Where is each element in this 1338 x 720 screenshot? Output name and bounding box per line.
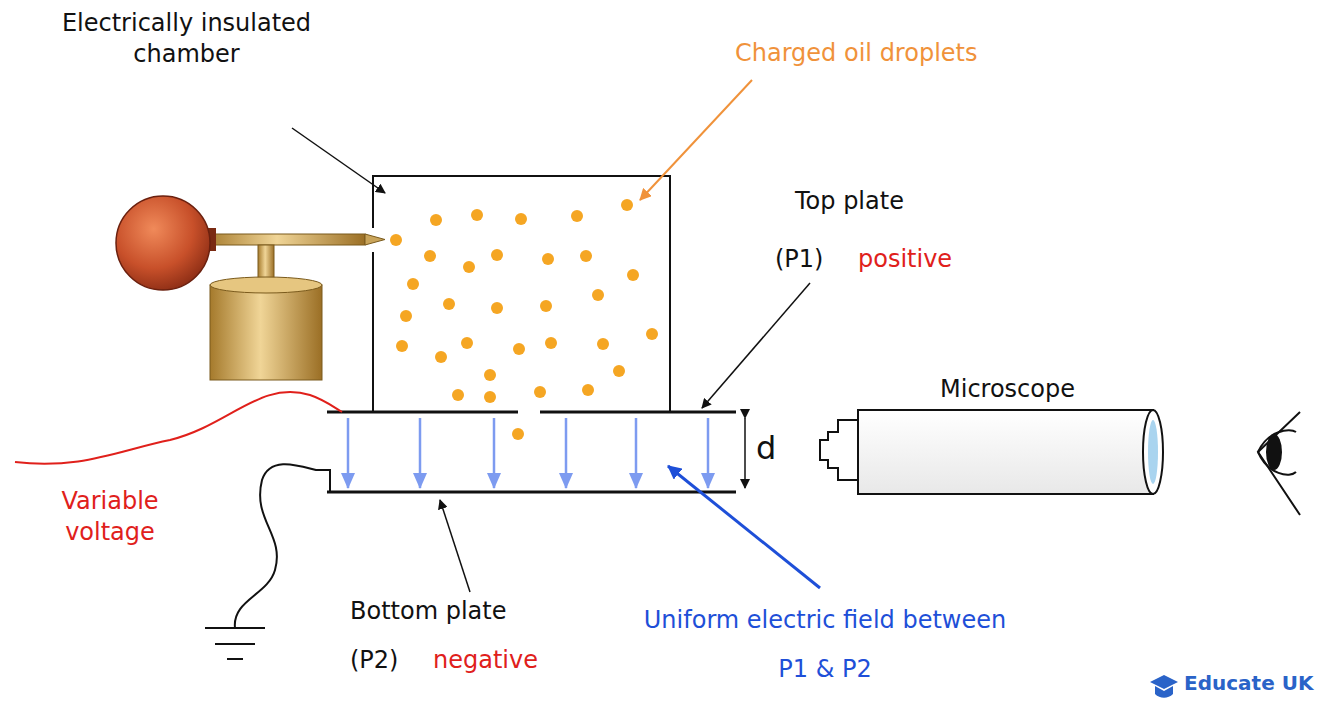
plate-label: Bottom plate bbox=[350, 596, 550, 627]
voltage-label: Variable voltage bbox=[30, 486, 190, 548]
plate-id: (P1) bbox=[775, 244, 855, 275]
dimension-label: d bbox=[756, 428, 796, 470]
droplets-label: Charged oil droplets bbox=[735, 38, 1065, 69]
chamber-label: Electrically insulated chamber bbox=[14, 8, 359, 70]
field-label: Uniform electric field between P1 & P2 bbox=[640, 596, 1010, 694]
plate-label: Top plate bbox=[795, 186, 995, 217]
plate-id: (P2) bbox=[350, 645, 430, 676]
polarity-label: negative bbox=[433, 645, 583, 676]
polarity-label: positive bbox=[858, 244, 1008, 275]
microscope-label: Microscope bbox=[940, 374, 1120, 405]
logo-text: Educate UK bbox=[1184, 670, 1334, 696]
